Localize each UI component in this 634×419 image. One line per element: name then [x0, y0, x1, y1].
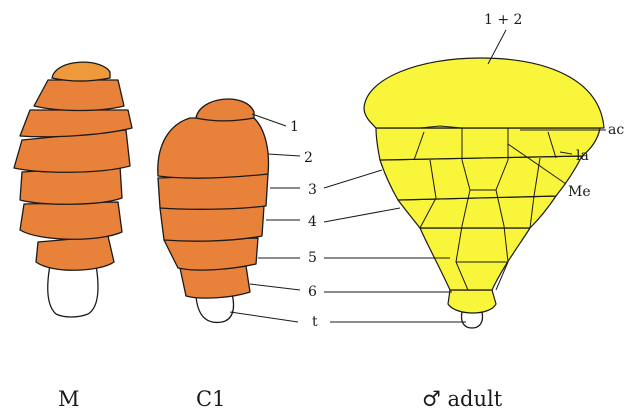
- c1-segment-4: [160, 206, 264, 241]
- m-segment-1: [34, 80, 124, 111]
- c1-segment-1: [196, 99, 254, 121]
- specimen-m: [14, 62, 132, 317]
- c1-segment-6: [180, 266, 250, 298]
- label-seg1: 1: [290, 119, 299, 135]
- label-seg6: 6: [308, 284, 317, 300]
- label-ac: ac: [608, 122, 624, 138]
- label-la: la: [576, 148, 589, 164]
- c1-segment-2: [158, 118, 269, 178]
- c1-segment-5: [164, 238, 258, 270]
- label-seg4: 4: [308, 214, 317, 230]
- captions: M C1 ♂ adult: [58, 387, 503, 411]
- adult-segment-3: [380, 156, 582, 200]
- label-seg2: 2: [304, 150, 313, 166]
- adult-segment-6: [448, 290, 496, 313]
- specimen-c1: [158, 99, 269, 322]
- m-segment-6: [36, 236, 114, 270]
- label-seg3: 3: [308, 182, 317, 198]
- label-seg5: 5: [308, 250, 317, 266]
- adult-cephalon: [376, 128, 600, 160]
- caption-c1: C1: [196, 387, 225, 411]
- m-head: [52, 62, 110, 81]
- m-segment-5: [20, 202, 122, 239]
- label-me: Me: [568, 184, 591, 200]
- label-telson: t: [312, 314, 318, 330]
- caption-m: M: [58, 387, 80, 411]
- adult-segment-1-2: [364, 58, 604, 128]
- label-fused: 1 + 2: [484, 12, 522, 28]
- adult-telson: [461, 312, 482, 328]
- c1-segment-3: [158, 174, 268, 209]
- adult-segment-5: [420, 228, 530, 290]
- m-telson: [48, 265, 98, 317]
- caption-adult: ♂ adult: [422, 387, 503, 411]
